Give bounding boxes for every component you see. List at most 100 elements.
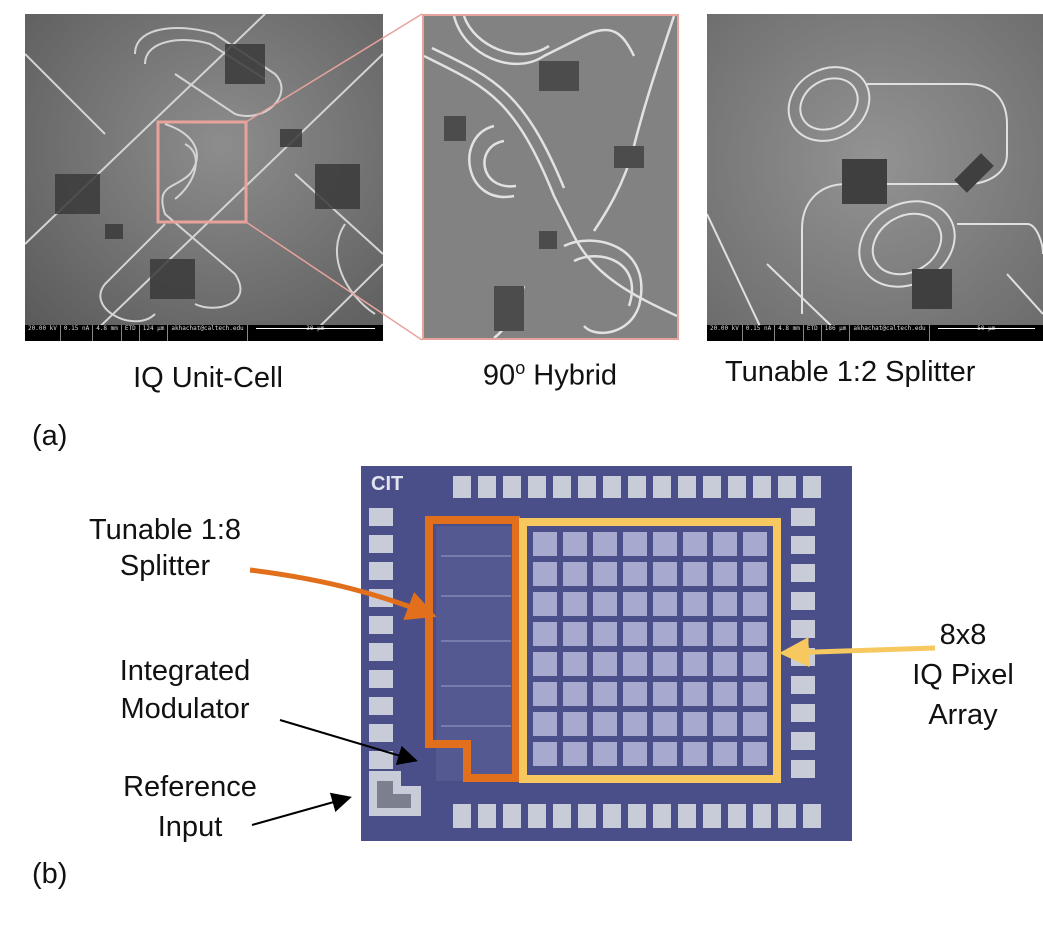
iq-pixel bbox=[713, 682, 737, 706]
iq-pixel bbox=[533, 742, 557, 766]
iq-pixel bbox=[653, 682, 677, 706]
bond-pad bbox=[453, 804, 471, 828]
bond-pad bbox=[778, 804, 796, 828]
iq-pixel bbox=[683, 742, 707, 766]
label-pixel-array: 8x8 IQ Pixel Array bbox=[888, 615, 1038, 735]
bond-pad bbox=[728, 804, 746, 828]
bond-pad bbox=[369, 616, 393, 634]
bond-pad bbox=[791, 564, 815, 582]
label-line: Splitter bbox=[119, 550, 211, 582]
bond-pad bbox=[369, 697, 393, 715]
scalebar-field: ETD bbox=[804, 325, 822, 341]
bond-pad bbox=[791, 704, 815, 722]
label-line: Input bbox=[157, 811, 223, 843]
iq-pixel bbox=[653, 622, 677, 646]
bond-pad bbox=[478, 476, 496, 498]
splitter-arrow bbox=[249, 567, 437, 621]
bond-pad bbox=[553, 476, 571, 498]
scalebar-field: 0.15 nA bbox=[61, 325, 94, 341]
iq-pixel bbox=[713, 622, 737, 646]
iq-pixel bbox=[623, 622, 647, 646]
iq-pixel bbox=[743, 712, 767, 736]
label-line: IQ Pixel bbox=[912, 659, 1014, 691]
caption-90-hybrid: 90o Hybrid bbox=[440, 358, 660, 393]
bond-pad bbox=[753, 476, 771, 498]
scalebar-field: 4.8 mm bbox=[93, 325, 122, 341]
iq-pixel bbox=[593, 562, 617, 586]
scalebar-field: 20.00 kV bbox=[707, 325, 743, 341]
bond-pad bbox=[453, 476, 471, 498]
iq-pixel bbox=[683, 592, 707, 616]
bond-pad bbox=[603, 476, 621, 498]
sem-image-tunable-splitter: 20.00 kV 0.15 nA 4.8 mm ETD 186 µm akhac… bbox=[707, 14, 1043, 341]
iq-pixel bbox=[623, 652, 647, 676]
iq-pixel bbox=[653, 652, 677, 676]
iq-pixel bbox=[593, 592, 617, 616]
label-line: Tunable 1:8 bbox=[88, 514, 242, 546]
iq-pixel bbox=[743, 742, 767, 766]
iq-pixel bbox=[683, 532, 707, 556]
bond-pad bbox=[478, 804, 496, 828]
bond-pad bbox=[791, 732, 815, 750]
iq-pixel bbox=[743, 592, 767, 616]
bond-pad bbox=[369, 562, 393, 580]
label-tunable-splitter: Tunable 1:8 Splitter bbox=[70, 512, 260, 584]
iq-pixel bbox=[563, 562, 587, 586]
annotation-arrows bbox=[249, 567, 936, 826]
label-line: Reference bbox=[123, 771, 257, 803]
iq-pixel bbox=[533, 532, 557, 556]
scalebar-info-3: 20.00 kV 0.15 nA 4.8 mm ETD 186 µm akhac… bbox=[707, 325, 1043, 341]
pixel-grid bbox=[533, 532, 767, 766]
bond-pad bbox=[628, 804, 646, 828]
iq-pixel bbox=[713, 652, 737, 676]
bond-pad bbox=[603, 804, 621, 828]
scalebar-field: 20.00 kV bbox=[25, 325, 61, 341]
array-arrow bbox=[779, 637, 936, 668]
panel-a-tag: (a) bbox=[32, 420, 68, 452]
pad-row-top bbox=[453, 476, 821, 498]
iq-pixel bbox=[563, 622, 587, 646]
scalebar-operator: akhachat@caltech.edu bbox=[850, 325, 930, 341]
iq-pixel bbox=[533, 682, 557, 706]
iq-pixel bbox=[713, 592, 737, 616]
bond-pad bbox=[528, 804, 546, 828]
iq-pixel bbox=[683, 562, 707, 586]
zoom-box bbox=[156, 120, 248, 224]
pad-row-bottom bbox=[453, 804, 821, 828]
label-line: Array bbox=[928, 699, 998, 731]
bond-pad bbox=[728, 476, 746, 498]
iq-pixel bbox=[593, 682, 617, 706]
iq-pixel bbox=[743, 622, 767, 646]
iq-pixel bbox=[593, 742, 617, 766]
scale-length: 50 µm bbox=[930, 325, 1043, 341]
iq-pixel bbox=[743, 532, 767, 556]
iq-pixel bbox=[653, 712, 677, 736]
bond-pad bbox=[369, 508, 393, 526]
bond-pad bbox=[369, 724, 393, 742]
iq-pixel bbox=[743, 682, 767, 706]
iq-pixel bbox=[533, 712, 557, 736]
chip-micrograph: CIT bbox=[361, 466, 852, 841]
iq-pixel bbox=[593, 622, 617, 646]
splitter-region bbox=[436, 526, 514, 781]
caption-90-hybrid-number: 90 bbox=[482, 359, 516, 392]
iq-pixel bbox=[623, 592, 647, 616]
chip-micrograph-art: CIT bbox=[361, 466, 852, 841]
bond-pad bbox=[703, 804, 721, 828]
bond-pad bbox=[369, 643, 393, 661]
bond-pad bbox=[803, 804, 821, 828]
bond-pad bbox=[528, 476, 546, 498]
label-line: Modulator bbox=[120, 693, 250, 725]
bond-pad bbox=[791, 508, 815, 526]
iq-pixel bbox=[533, 622, 557, 646]
scale-length: 30 µm bbox=[248, 325, 383, 341]
bond-pad bbox=[503, 476, 521, 498]
iq-pixel bbox=[653, 742, 677, 766]
iq-pixel bbox=[563, 682, 587, 706]
iq-pixel bbox=[713, 562, 737, 586]
iq-pixel bbox=[593, 532, 617, 556]
bond-pad bbox=[753, 804, 771, 828]
pad-column-left bbox=[369, 508, 393, 769]
iq-pixel bbox=[713, 532, 737, 556]
iq-pixel bbox=[533, 562, 557, 586]
